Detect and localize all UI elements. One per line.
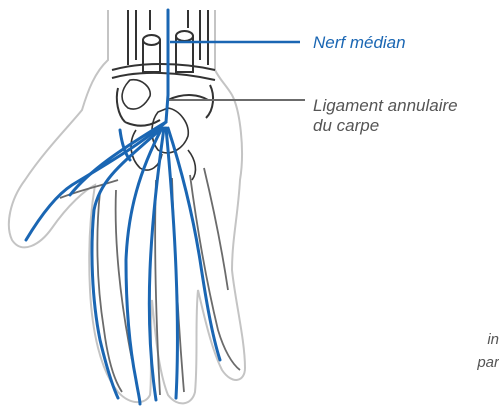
caption-line2: par [441, 351, 499, 374]
carpal-ligament [112, 64, 215, 126]
ligament-label: Ligament annulaire du carpe [313, 96, 458, 136]
caption: in par [441, 328, 499, 374]
ligament-label-line2: du carpe [313, 116, 458, 136]
median-nerve [26, 10, 220, 404]
nerve-label: Nerf médian [313, 33, 406, 53]
ligament-label-line1: Ligament annulaire [313, 96, 458, 116]
caption-line1: in [441, 328, 499, 351]
